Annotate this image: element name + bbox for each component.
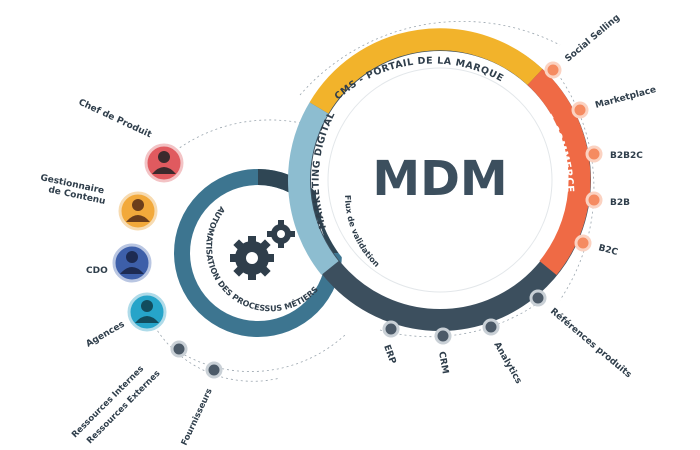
channel-dot[interactable]: [571, 101, 589, 119]
platform-dot[interactable]: [529, 289, 547, 307]
people-group: Chef de Produit Gestionnaire de Contenu …: [39, 98, 184, 350]
channel-label-3: B2B: [610, 198, 630, 208]
mdm-center: [315, 55, 565, 305]
channel-dot[interactable]: [544, 61, 562, 79]
source-dot[interactable]: [205, 361, 223, 379]
people-label-0: Chef de Produit: [77, 98, 154, 141]
mdm-ring: CMS - PORTAIL DE LA MARQUE PLATEFORMES M…: [287, 28, 591, 331]
sources-group: Ressources Internes Ressources Externes …: [70, 340, 223, 447]
gears-icon: [230, 220, 295, 280]
connector-top: [299, 21, 561, 96]
source-dot[interactable]: [170, 340, 188, 358]
ring-ecommerce: [527, 68, 591, 275]
mdm-title: MDM: [372, 151, 507, 207]
channel-label-0: Social Selling: [564, 13, 623, 64]
channel-label-4: B2C: [597, 243, 619, 258]
connector-sources: [175, 334, 346, 372]
connector-agences: [149, 317, 281, 382]
channel-dot[interactable]: [574, 234, 592, 252]
mdm-inner-circle: [327, 67, 553, 293]
avatar-cdo[interactable]: CDO: [86, 243, 152, 283]
people-label-3: Agences: [85, 320, 127, 350]
platform-label-3: Références produits: [548, 306, 634, 380]
channel-dot[interactable]: [585, 145, 603, 163]
platform-dot[interactable]: [434, 327, 452, 345]
platform-label-1: CRM: [436, 351, 450, 375]
platform-dot[interactable]: [482, 318, 500, 336]
connector-channels: [554, 69, 595, 301]
person-icon: [132, 199, 144, 211]
platform-label-0: ERP: [381, 344, 397, 366]
platform-dot[interactable]: [382, 320, 400, 338]
people-label-2: CDO: [86, 266, 108, 276]
source-label-2: Fournisseurs: [180, 387, 215, 447]
connector-platforms: [379, 297, 546, 338]
ring-marketing: [287, 102, 339, 275]
avatar-agences[interactable]: Agences: [85, 292, 167, 350]
channel-dot[interactable]: [585, 191, 603, 209]
person-icon: [141, 300, 153, 312]
ring-cms: [309, 28, 543, 114]
channel-label-1: Marketplace: [594, 85, 657, 111]
platform-label-2: Analytics: [491, 341, 523, 386]
person-icon: [126, 251, 138, 263]
avatar-gestionnaire-contenu[interactable]: Gestionnaire de Contenu: [39, 173, 158, 231]
avatar-chef-de-produit[interactable]: Chef de Produit: [77, 98, 184, 183]
person-icon: [158, 151, 170, 163]
channel-label-2: B2B2C: [610, 151, 643, 161]
